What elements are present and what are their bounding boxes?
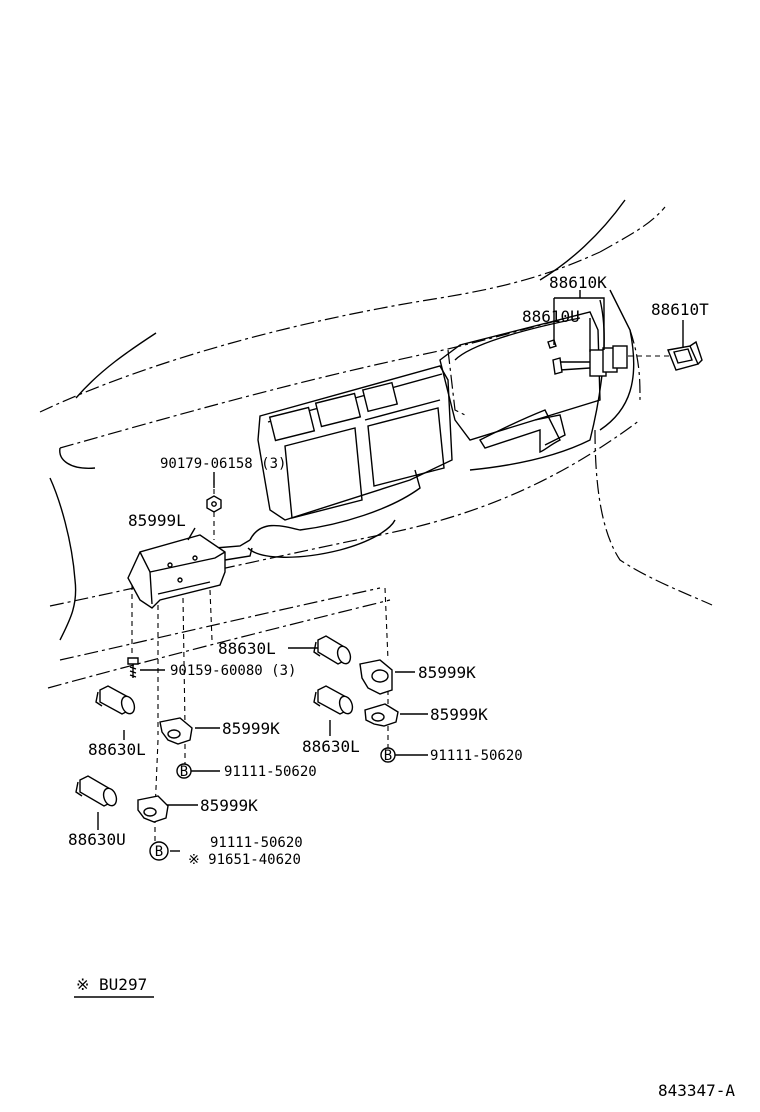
label-90179-06158: 90179-06158 (3) bbox=[160, 456, 286, 472]
label-85999K-mid: 85999K bbox=[430, 705, 488, 724]
sensor-88630U bbox=[75, 775, 118, 807]
label-88630L-mid: 88630L bbox=[302, 737, 360, 756]
label-90159-60080: 90159-60080 (3) bbox=[170, 663, 296, 679]
bolt-marker-letter: B bbox=[155, 844, 163, 860]
label-88630U: 88630U bbox=[68, 830, 126, 849]
label-85999K-lower: 85999K bbox=[200, 796, 258, 815]
bracket-85999K-upper bbox=[359, 659, 393, 695]
label-91651-40620: ※ 91651-40620 bbox=[188, 852, 301, 868]
sensor-88630L-mid bbox=[313, 685, 354, 715]
label-91111-50620-right: 91111-50620 bbox=[430, 748, 523, 764]
bolt-marker-letter: B bbox=[180, 764, 188, 780]
label-85999K-upper: 85999K bbox=[418, 663, 476, 682]
bracket-85999K-mid bbox=[364, 703, 399, 727]
sensor-88630L-left bbox=[95, 685, 136, 715]
label-91111-50620-left: 91111-50620 bbox=[224, 764, 317, 780]
label-91111-50620-lower: 91111-50620 bbox=[210, 835, 303, 851]
label-88630L-upper: 88630L bbox=[218, 639, 276, 658]
label-85999L: 85999L bbox=[128, 511, 186, 530]
bracket-85999K-left bbox=[159, 717, 193, 745]
sensor-88630L-upper bbox=[313, 635, 352, 665]
footnote-text: ※ BU297 bbox=[76, 975, 147, 994]
bracket-85999K-lower bbox=[137, 795, 169, 823]
assembly-lines bbox=[154, 587, 389, 842]
dashboard-outline bbox=[39, 199, 713, 689]
hardware-items bbox=[127, 480, 222, 678]
bolt-marker-3: B bbox=[149, 841, 169, 861]
label-85999K-left: 85999K bbox=[222, 719, 280, 738]
bolt-marker-letter: B bbox=[384, 748, 392, 764]
label-88610K: 88610K bbox=[549, 273, 607, 292]
label-88610U: 88610U bbox=[522, 307, 580, 326]
figure-id: 843347-A bbox=[658, 1081, 735, 1100]
bolt-marker-2: B bbox=[380, 747, 396, 764]
label-88610T: 88610T bbox=[651, 300, 709, 319]
label-88630L-left: 88630L bbox=[88, 740, 146, 759]
leader-lines bbox=[97, 290, 684, 852]
bracket-85999L bbox=[127, 534, 253, 609]
switch-cluster bbox=[547, 339, 703, 377]
part-labels: 88610K 88610U 88610T 90179-06158 (3) 859… bbox=[68, 273, 709, 868]
footnote: ※ BU297 bbox=[74, 975, 154, 998]
bolt-marker-1: B bbox=[176, 763, 192, 780]
